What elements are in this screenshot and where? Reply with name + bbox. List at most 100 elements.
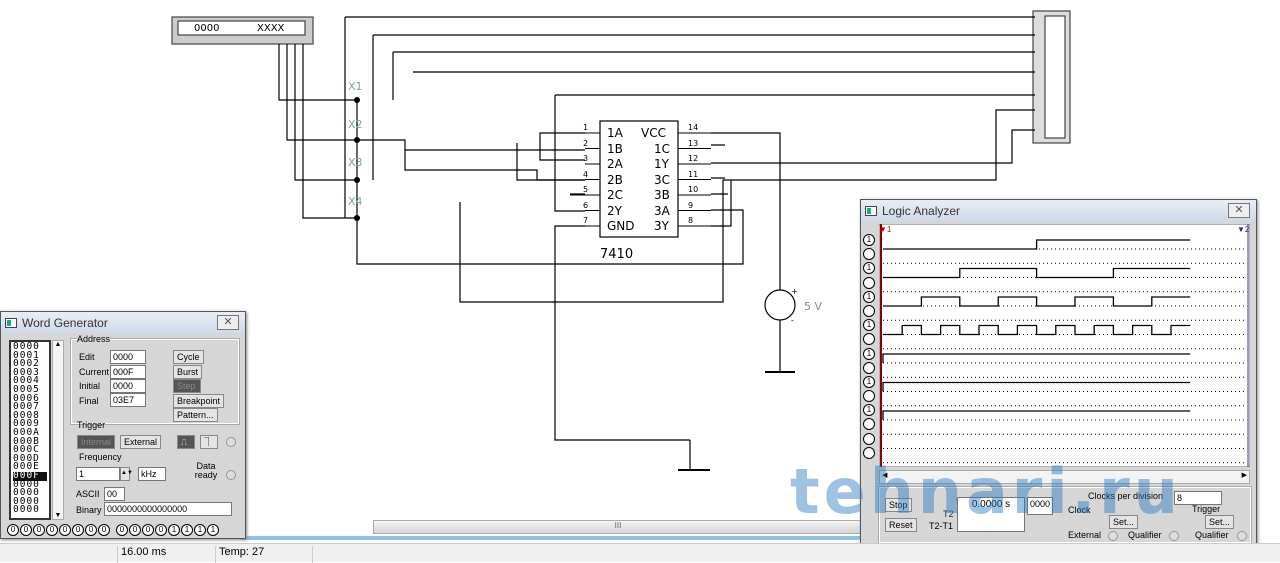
stop-button[interactable]: Stop [885,498,912,512]
trigger-label: Trigger [77,420,106,430]
edit-label: Edit [79,352,95,362]
close-button[interactable]: ✕ [1228,203,1250,218]
source-minus: - [791,316,794,325]
reset-button[interactable]: Reset [885,518,917,532]
t2-t1-label: T2-T1 [929,521,954,531]
clock-set-button[interactable]: Set... [1109,515,1139,529]
pin-number: 12 [688,154,699,163]
status-temp: Temp: 27 [215,546,264,563]
word-list-item[interactable]: 0000 [13,487,40,499]
ascii-field[interactable]: 00 [104,487,125,501]
pin-number: 3 [583,154,589,163]
bit-indicator: 0 [98,524,110,536]
binary-field[interactable]: 0000000000000000 [104,502,232,516]
pin-number: 2 [583,138,589,148]
bit-indicator: 1 [168,524,180,536]
word-list-item[interactable]: 0004 [13,375,40,387]
pattern-button[interactable]: Pattern... [173,408,218,422]
word-list-item[interactable]: 0000 [13,341,40,352]
frequency-spinner[interactable]: ▲▼ [120,467,133,481]
bit-indicator: 0 [59,524,71,536]
bit-indicator: 0 [142,524,154,536]
pin-name: 1A [607,126,623,140]
falling-edge-icon[interactable]: ⏋ [200,435,218,449]
clocks-per-division-label: Clocks per division [1088,491,1164,501]
time-readout: 0.0000 s [957,497,1025,532]
pin-number: 9 [688,200,694,210]
frequency-unit-select[interactable]: kHz [138,467,166,481]
pin-number: 10 [688,185,699,194]
final-label: Final [79,396,99,406]
rising-edge-icon[interactable]: ⎍ [177,435,195,449]
frequency-input[interactable]: 1 [76,467,120,481]
word-list-item[interactable]: 000D [13,452,40,464]
word-list-item[interactable]: 000E [13,461,40,473]
pin-number: 8 [688,216,694,225]
internal-trigger-button[interactable]: Internal [77,435,116,449]
word-list-item[interactable]: 0009 [13,418,40,430]
current-label: Current [79,367,110,377]
external-radio[interactable] [1108,531,1118,541]
word-list-item[interactable]: 000B [13,435,40,447]
bit-indicator: 1 [194,524,206,536]
word-list-item[interactable]: 000F [13,471,47,481]
step-button[interactable]: Step [173,379,201,393]
watermark: tehnari.ru [790,455,1182,528]
word-list-item[interactable]: 0001 [13,349,40,361]
word-list-item[interactable]: 0005 [13,383,40,395]
pin-number: 13 [688,138,699,148]
bit-indicator: 1 [207,524,219,536]
word-list-item[interactable]: 0000 [13,495,40,507]
close-button[interactable]: ✕ [217,315,239,330]
word-list-item[interactable]: 0002 [13,358,40,370]
external-trigger-button[interactable]: External [120,435,162,449]
word-gen-device-left: 0000 [194,23,220,34]
clock-qualifier-radio[interactable] [1169,531,1179,541]
waveform-display[interactable]: ▼1 ▼2 [879,224,1250,467]
trigger-qualifier-radio[interactable] [1237,531,1247,541]
word-list-item[interactable]: 0003 [13,366,40,378]
word-list-item[interactable]: 000A [13,426,40,438]
word-list-item[interactable]: 0006 [13,392,40,404]
clock-label: Clock [1068,505,1091,515]
channel-waveform [882,381,1191,392]
word-gen-device-right: XXXX [257,23,285,34]
channel-indicator [863,446,875,459]
pin-name: 2Y [607,203,622,218]
clocks-per-division-input[interactable]: 8 [1174,491,1222,505]
breakpoint-button[interactable]: Breakpoint [173,394,225,408]
bit-indicator: 0 [155,524,167,536]
word-list-item[interactable]: 0007 [13,401,40,413]
current-field[interactable]: 000F [110,365,146,379]
pin-name: GND [607,219,635,233]
word-list-item[interactable]: 0000 [13,478,40,490]
word-list-scrollbar[interactable]: ▲▼ [52,340,64,520]
cycle-button[interactable]: Cycle [173,350,204,364]
cursor-1-marker[interactable]: ▼1 [879,225,892,234]
horizontal-scrollbar[interactable]: III [373,520,863,534]
word-generator-title: Word Generator [22,316,108,330]
final-field[interactable]: 03E7 [110,393,146,407]
initial-label: Initial [79,381,101,391]
cursor-2-marker[interactable]: ▼2 [1237,225,1250,234]
channel-waveform [883,267,1191,279]
channel-indicator: 1 [863,404,875,417]
word-list-item[interactable]: 0000 [13,504,40,516]
edit-field[interactable]: 0000 [110,350,146,364]
pin-name: 3B [654,188,670,202]
waveform-scrollbar[interactable]: ◀▶ [879,470,1250,484]
initial-field[interactable]: 0000 [110,379,146,393]
word-list-item[interactable]: 0008 [13,409,40,421]
net-label-x1: X1 [348,80,363,93]
pin-name: 3Y [654,219,669,233]
pin-number: 1 [583,123,589,132]
burst-button[interactable]: Burst [173,365,203,379]
trigger-set-button[interactable]: Set... [1205,515,1235,529]
pin-name: 1Y [654,157,669,171]
trigger-radio[interactable] [226,437,236,447]
word-list-item[interactable]: 000C [13,444,40,456]
